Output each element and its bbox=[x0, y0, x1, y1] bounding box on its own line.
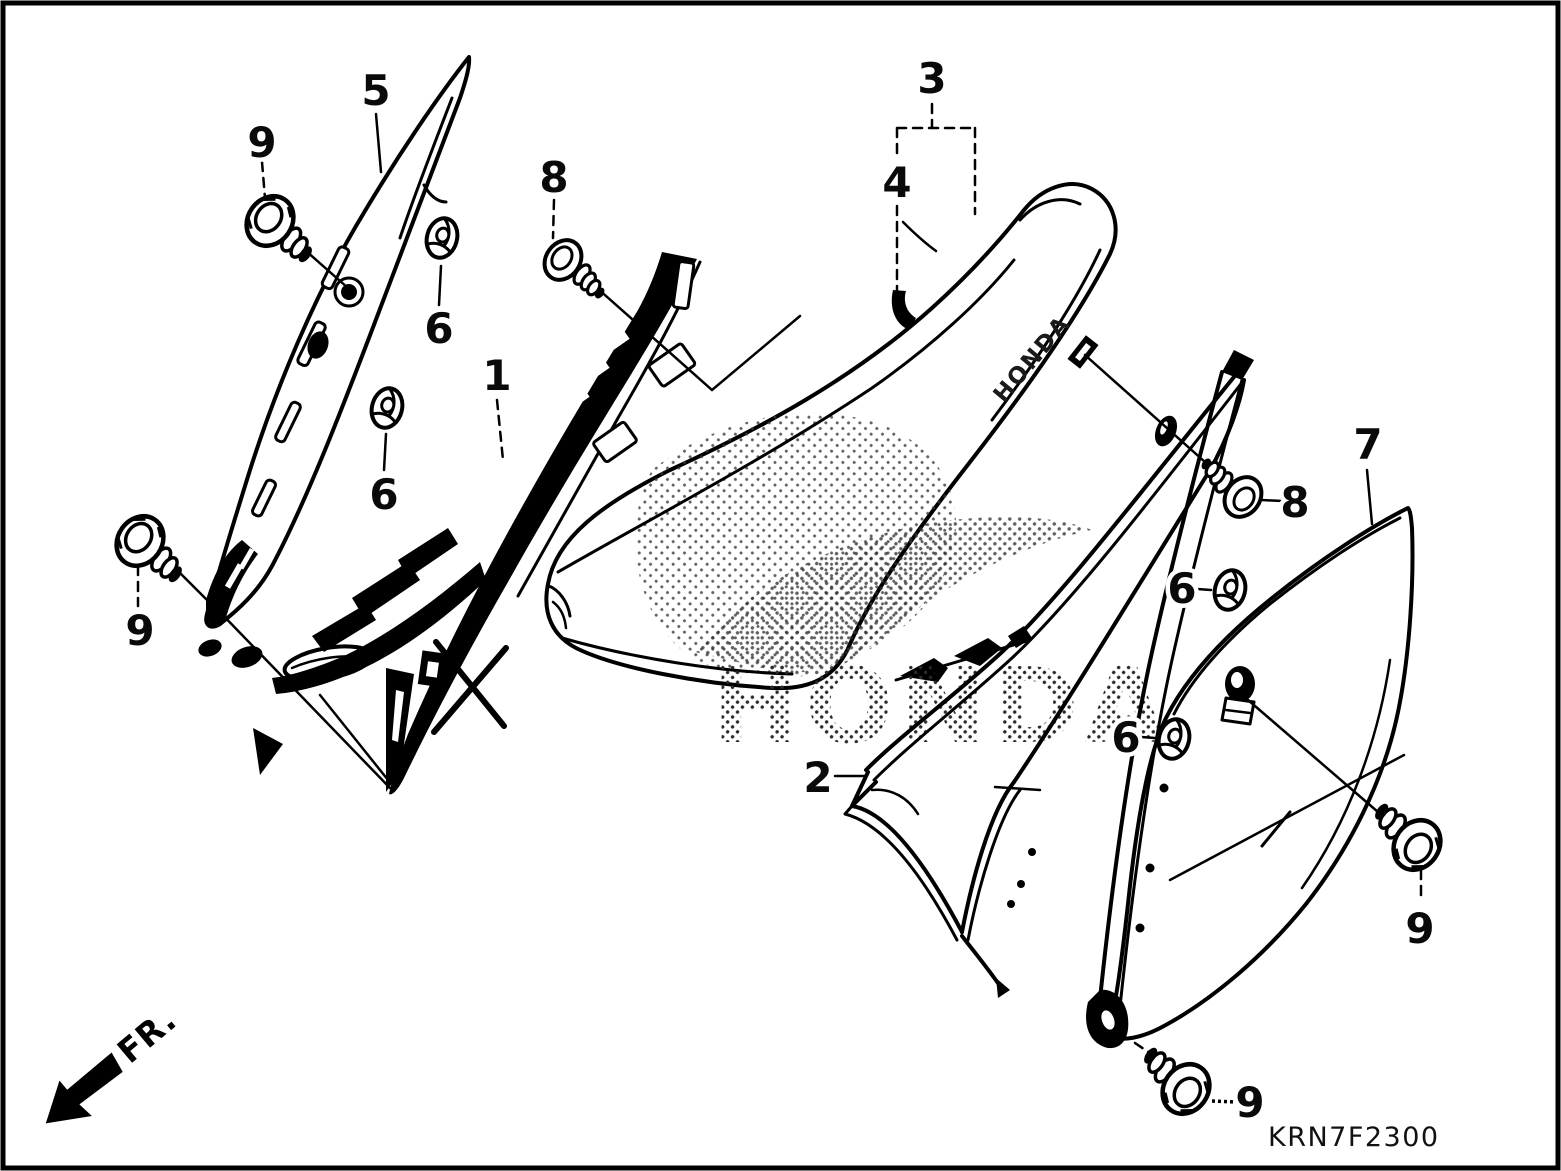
mount-hole-ring bbox=[333, 276, 365, 308]
callout-9: 9 bbox=[247, 118, 276, 167]
honda-wing-mark bbox=[695, 516, 1092, 677]
callout-5: 5 bbox=[361, 66, 390, 115]
callout-3-4-bracket bbox=[895, 126, 977, 294]
callout-6: 6 bbox=[1167, 564, 1196, 613]
callout-6: 6 bbox=[1111, 713, 1140, 762]
part-side-cover-left-upper bbox=[204, 55, 472, 629]
callout-7: 7 bbox=[1353, 420, 1382, 469]
callout-9: 9 bbox=[1405, 904, 1434, 953]
callout-2: 2 bbox=[803, 753, 832, 802]
callout-6: 6 bbox=[369, 470, 398, 519]
part-side-cover-center bbox=[843, 370, 1246, 998]
seat-side-tab bbox=[1067, 335, 1099, 369]
drawing-code: KRN7F2300 bbox=[1268, 1122, 1440, 1153]
callout-1: 1 bbox=[482, 351, 511, 400]
callout-9: 9 bbox=[125, 606, 154, 655]
callout-8: 8 bbox=[1280, 478, 1309, 527]
part-rear-fender bbox=[198, 252, 702, 795]
callout-8: 8 bbox=[539, 153, 568, 202]
callout-9: 9 bbox=[1235, 1078, 1264, 1127]
callout-4: 4 bbox=[882, 158, 911, 207]
mount-hole bbox=[341, 284, 357, 300]
callout-3: 3 bbox=[917, 54, 946, 103]
seat-front-hook bbox=[891, 290, 916, 330]
mount-grommet bbox=[1220, 666, 1256, 726]
front-arrow-icon bbox=[45, 1052, 123, 1124]
callout-6: 6 bbox=[424, 304, 453, 353]
